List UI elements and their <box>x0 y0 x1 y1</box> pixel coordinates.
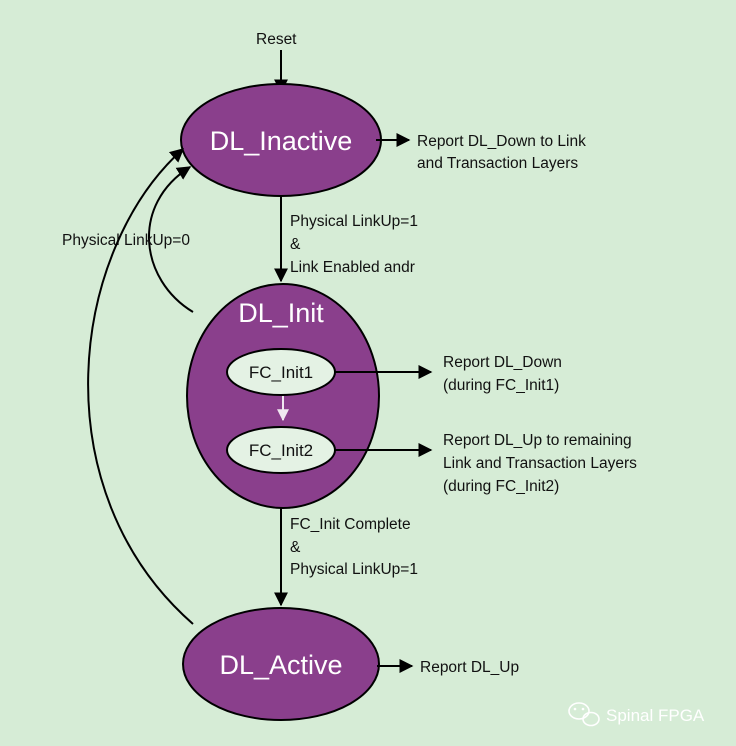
inactive-to-init-cond-1: Physical LinkUp=1 <box>290 213 418 230</box>
state-dl-inactive-label: DL_Inactive <box>210 126 353 156</box>
active-output-label: Report DL_Up <box>420 659 519 676</box>
state-dl-active: DL_Active <box>182 607 380 721</box>
init-to-active-cond-2: & <box>290 539 301 556</box>
wechat-icon <box>568 702 600 727</box>
fc-init1-output-line-2: (during FC_Init1) <box>443 377 559 394</box>
fc-init2-output-line-1: Report DL_Up to remaining <box>443 432 632 449</box>
init-to-active-cond-3: Physical LinkUp=1 <box>290 561 418 578</box>
substate-fc-init2-label: FC_Init2 <box>249 441 313 460</box>
fc-init2-output-line-3: (during FC_Init2) <box>443 478 559 495</box>
init-to-inactive-cond: Physical LinkUp=0 <box>62 232 190 249</box>
watermark-text: Spinal FPGA <box>606 706 705 725</box>
init-to-active-cond-1: FC_Init Complete <box>290 516 411 533</box>
inactive-to-init-cond-2: & <box>290 236 301 253</box>
inactive-output-line-1: Report DL_Down to Link <box>417 133 586 150</box>
state-dl-init: DL_Init FC_Init1 FC_Init2 <box>186 283 380 509</box>
state-dl-inactive: DL_Inactive <box>180 83 382 197</box>
inactive-to-init-cond-3: Link Enabled andr <box>290 259 415 276</box>
state-dl-init-label: DL_Init <box>238 298 324 328</box>
inactive-output-line-2: and Transaction Layers <box>417 155 578 172</box>
substate-fc-init1-label: FC_Init1 <box>249 363 313 382</box>
init-to-inactive-arrow <box>147 166 194 313</box>
fc-init2-output-line-2: Link and Transaction Layers <box>443 455 637 472</box>
reset-label: Reset <box>256 31 297 48</box>
watermark: Spinal FPGA <box>568 702 705 727</box>
active-to-inactive-arrow <box>87 148 194 625</box>
state-dl-active-label: DL_Active <box>219 650 342 680</box>
fc-init1-output-line-1: Report DL_Down <box>443 354 562 371</box>
